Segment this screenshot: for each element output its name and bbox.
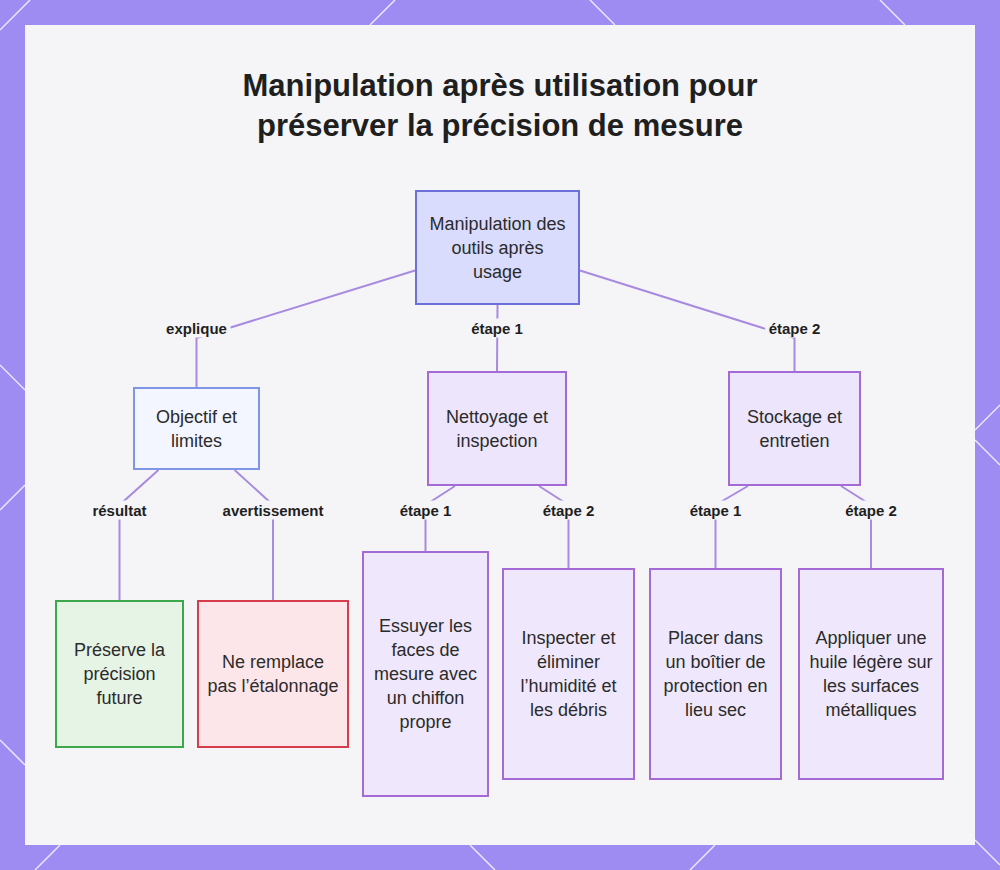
node-label: Inspecter et éliminer l’humidité et les … [512, 626, 625, 722]
connector-line [539, 486, 569, 568]
node-label: Stockage et entretien [738, 405, 851, 453]
edge-label: résultat [88, 501, 150, 520]
step-box: Inspecter et éliminer l’humidité et les … [502, 568, 635, 780]
node-label: Essuyer les faces de mesure avec un chif… [372, 614, 479, 734]
step-box: Placer dans un boîtier de protection en … [649, 568, 782, 780]
node-label: Appliquer une huile légère sur les surfa… [808, 626, 934, 722]
diagram-title: Manipulation après utilisation pour prés… [200, 66, 800, 146]
edge-label: étape 2 [841, 501, 901, 520]
node-label: Objectif et limites [143, 405, 250, 453]
step-box: Appliquer une huile légère sur les surfa… [798, 568, 944, 780]
step-box: Essuyer les faces de mesure avec un chif… [362, 551, 489, 797]
node-label: Nettoyage et inspection [437, 405, 557, 453]
category-box: Objectif et limites [133, 387, 260, 470]
category-box: Stockage et entretien [728, 371, 861, 486]
connector-line [841, 486, 871, 568]
root-box: Manipulation des outils après usage [415, 190, 580, 305]
edge-label: étape 2 [765, 319, 825, 338]
node-label: Ne remplace pas l’étalonnage [207, 650, 339, 698]
category-box: Nettoyage et inspection [427, 371, 567, 486]
warning-box: Ne remplace pas l’étalonnage [197, 600, 349, 748]
result-box: Préserve la précision future [55, 600, 184, 748]
edge-label: étape 1 [686, 501, 746, 520]
edge-label: étape 1 [467, 319, 527, 338]
edge-label: avertissement [219, 501, 328, 520]
node-label: Manipulation des outils après usage [425, 212, 570, 284]
connector-line [716, 486, 748, 568]
connector-line [235, 470, 273, 600]
connector-line [120, 470, 159, 600]
node-label: Préserve la précision future [65, 638, 174, 710]
edge-label: explique [162, 319, 231, 338]
edge-label: étape 1 [396, 501, 456, 520]
connector-line [580, 271, 795, 372]
edge-label: étape 2 [539, 501, 599, 520]
node-label: Placer dans un boîtier de protection en … [659, 626, 772, 722]
connector-line [496, 305, 499, 371]
